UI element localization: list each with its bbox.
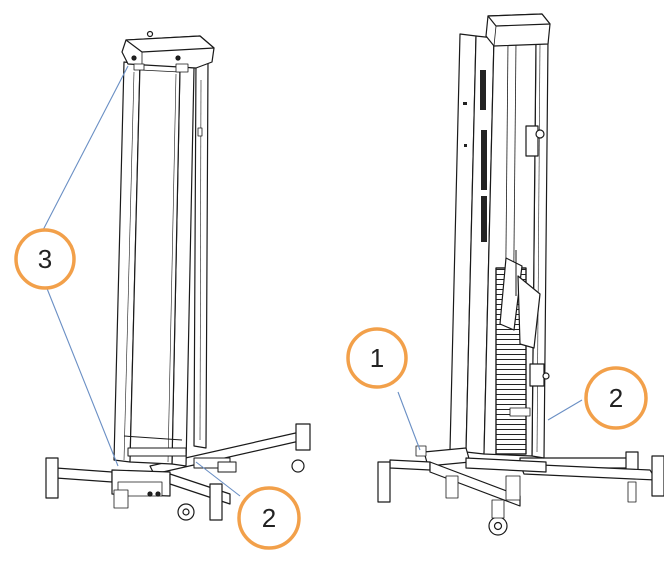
right-rear-leg: [519, 451, 664, 503]
callout-2-right-label: 2: [609, 383, 623, 413]
callout-1: 1: [346, 327, 408, 389]
leader-lines: [41, 65, 583, 497]
callout-3-label: 3: [38, 244, 52, 274]
left-front-frame: [113, 61, 195, 467]
left-rear-base-leg: [149, 423, 311, 475]
right-top-cap: [485, 13, 551, 47]
left-top-cap: [121, 30, 215, 73]
left-front-base: [45, 457, 171, 499]
leader-3-bottom: [45, 285, 119, 467]
leader-2-right: [547, 399, 583, 421]
callout-2-right: 2: [584, 366, 648, 430]
leader-3-top: [41, 65, 129, 233]
callout-2-left-label: 2: [262, 503, 276, 533]
right-cable-handles: [499, 125, 550, 417]
right-machine: [377, 13, 664, 536]
right-base: [377, 445, 547, 536]
left-lower-crossbars: [123, 435, 237, 473]
leader-1: [397, 391, 421, 451]
leader-2-left: [195, 461, 241, 497]
callout-3: 3: [14, 228, 76, 290]
callout-1-label: 1: [370, 343, 384, 373]
right-column-engraving: [463, 70, 487, 242]
left-forward-leg: [113, 473, 231, 521]
callout-2-left: 2: [237, 486, 301, 550]
left-machine: [45, 30, 311, 521]
left-rear-column: [193, 59, 209, 449]
